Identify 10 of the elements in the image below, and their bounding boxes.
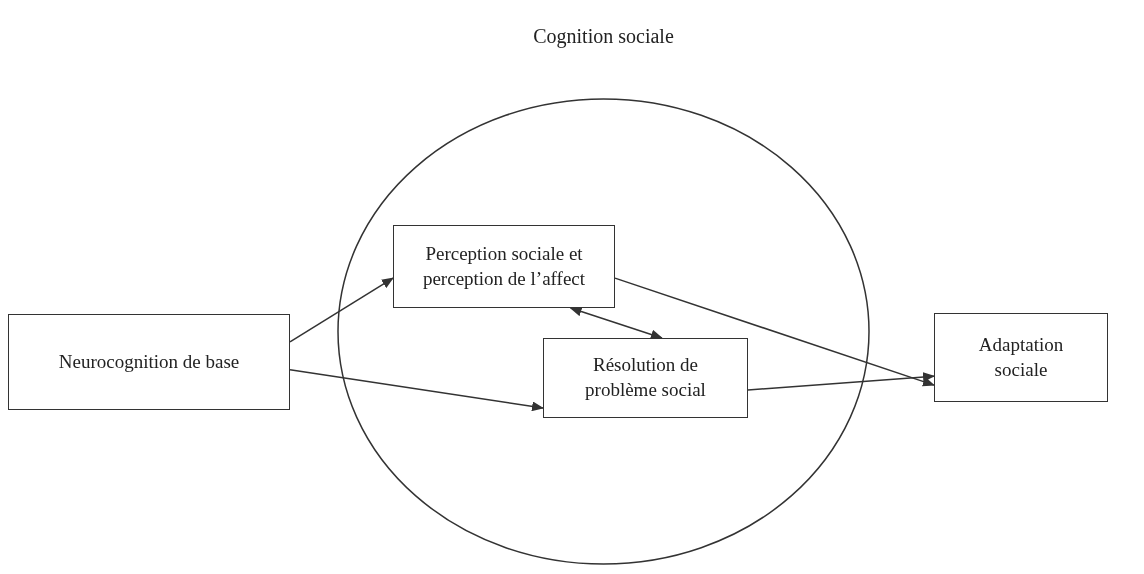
arrow	[569, 306, 663, 340]
arrow	[747, 372, 935, 391]
process-box: Neurocognition de base	[8, 314, 290, 410]
arrow	[289, 368, 544, 412]
group-heading: Cognition sociale	[532, 25, 675, 48]
process-box: Adaptation sociale	[934, 313, 1108, 402]
process-box: Résolution de problème social	[543, 338, 748, 418]
process-box: Perception sociale et perception de l’affect	[393, 225, 615, 308]
arrow	[289, 277, 394, 343]
arrow	[614, 277, 935, 387]
